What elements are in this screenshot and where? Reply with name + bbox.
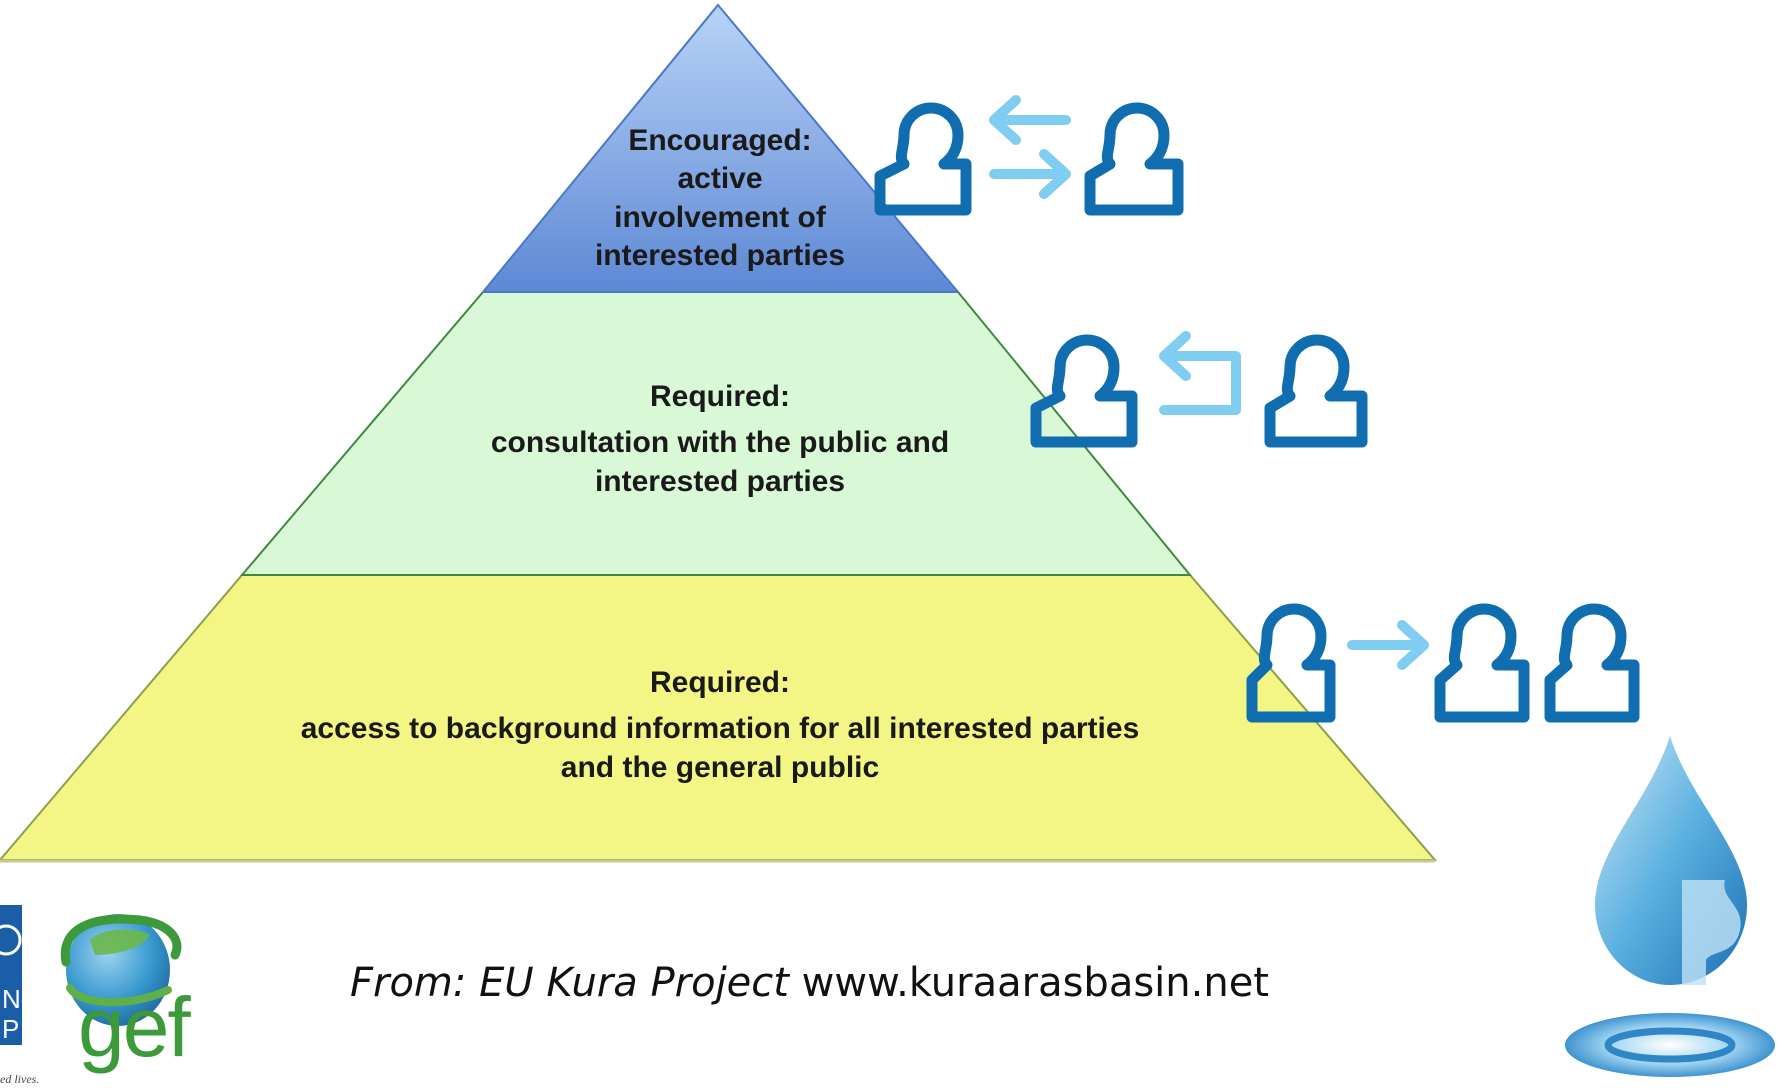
tier-top-line: involvement of [614, 200, 826, 234]
undp-tagline: ed lives. [0, 1072, 40, 1086]
person-icon [1434, 603, 1530, 723]
pyramid-tier-top [480, 3, 961, 293]
person-icon [1544, 603, 1640, 723]
tier-middle-line: consultation with the public and [490, 426, 950, 460]
undp-logo: N P [0, 905, 22, 1045]
return-arrow-icon [1159, 331, 1241, 415]
person-icon [874, 102, 972, 216]
caption-source: From: EU Kura Project [350, 960, 789, 1006]
tier-top-title: Encouraged: [628, 124, 812, 157]
consultation-icon [1030, 331, 1368, 448]
person-icon [1030, 334, 1138, 448]
person-icon [1084, 102, 1184, 216]
tier-bottom-title: Required: [649, 666, 790, 699]
tier-bottom-line: access to background information for all… [300, 712, 1140, 746]
tier-bottom-line: and the general public [560, 750, 880, 784]
tier-bottom-text: Required: access to background informati… [220, 664, 1220, 787]
tier-middle-text: Required: consultation with the public a… [420, 378, 1020, 501]
arrow-right-icon [989, 149, 1071, 199]
tier-middle-line: interested parties [594, 464, 846, 498]
person-icon [1264, 334, 1368, 448]
undp-letter-p: P [2, 1014, 19, 1044]
caption-url: www.kuraarasbasin.net [788, 960, 1269, 1006]
gef-wordmark: gef [78, 980, 191, 1074]
undp-letter-n: N [2, 984, 21, 1014]
arrow-right-icon [1347, 620, 1429, 670]
tier-top-text: Encouraged: active involvement of intere… [560, 122, 880, 276]
two-way-exchange-icon [874, 95, 1184, 216]
tier-top-line: interested parties [594, 239, 846, 273]
person-icon [1246, 603, 1336, 723]
water-drop-logo [1565, 736, 1775, 1077]
one-to-many-icon [1246, 603, 1640, 723]
tier-middle-title: Required: [649, 380, 790, 413]
gef-globe-logo [60, 914, 182, 1026]
source-caption: From: EU Kura Project www.kuraarasbasin.… [350, 960, 1269, 1006]
tier-top-line: active [677, 162, 763, 196]
arrow-left-icon [989, 95, 1071, 145]
